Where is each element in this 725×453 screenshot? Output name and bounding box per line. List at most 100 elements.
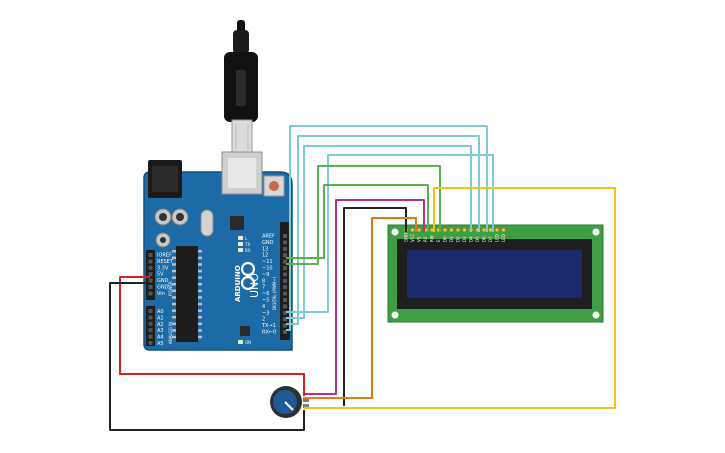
power-pin[interactable] bbox=[148, 285, 153, 289]
ic-pin bbox=[198, 322, 202, 326]
ic-pin bbox=[172, 276, 176, 279]
digital-pin-label: ~5 bbox=[262, 298, 269, 304]
led-label-l: L bbox=[245, 236, 248, 241]
analog-pin[interactable] bbox=[148, 341, 153, 345]
ic-pin bbox=[172, 296, 176, 299]
lcd-pin[interactable] bbox=[488, 227, 493, 233]
ic-pin bbox=[172, 269, 176, 273]
power-side-text: POWER bbox=[168, 281, 173, 296]
lcd-pin[interactable] bbox=[410, 227, 415, 233]
digital-pin-label: 13 bbox=[262, 246, 268, 252]
arduino-uno-board: ARDUINO UNO L TX RX ON AREFGND1312~11~10… bbox=[143, 151, 293, 351]
power-pin-label: Vin bbox=[157, 291, 165, 297]
lcd-pin-label: GND bbox=[404, 233, 409, 242]
ic-pin bbox=[172, 289, 176, 293]
digital-pin-label: 7 bbox=[262, 285, 265, 291]
wire-orange-pot bbox=[303, 217, 417, 399]
ic-pin bbox=[198, 289, 202, 293]
analog-pin[interactable] bbox=[148, 328, 153, 333]
lcd-pin[interactable] bbox=[449, 227, 454, 233]
lcd-pin-label: D5 bbox=[475, 236, 480, 242]
lcd-screen bbox=[407, 250, 582, 298]
lcd-pin[interactable] bbox=[455, 227, 461, 233]
ic-pin bbox=[172, 256, 176, 260]
led-rx bbox=[238, 248, 243, 252]
digital-pin-label: ~9 bbox=[262, 272, 269, 278]
power-pin[interactable] bbox=[148, 265, 153, 270]
digital-pin[interactable] bbox=[283, 317, 287, 322]
lcd-pin-label: D0 bbox=[443, 236, 448, 242]
power-pin[interactable] bbox=[148, 278, 153, 283]
digital-pin-label: TX→1 bbox=[261, 323, 276, 329]
digital-pin[interactable] bbox=[283, 259, 287, 264]
led-on bbox=[238, 340, 243, 344]
digital-pin[interactable] bbox=[283, 272, 287, 277]
lcd-pin[interactable] bbox=[481, 227, 487, 233]
ic-pin bbox=[198, 302, 202, 306]
digital-pin[interactable] bbox=[283, 330, 287, 334]
reset-button[interactable] bbox=[269, 181, 279, 191]
ic-pin bbox=[172, 329, 176, 332]
digital-pin[interactable] bbox=[283, 240, 287, 245]
wire-green-d12 bbox=[286, 184, 429, 259]
ic-pin bbox=[172, 250, 176, 253]
analog-pin[interactable] bbox=[148, 321, 153, 326]
digital-pin[interactable] bbox=[283, 291, 287, 296]
potentiometer[interactable] bbox=[270, 386, 309, 418]
lcd-pin[interactable] bbox=[462, 227, 467, 233]
usb-cable bbox=[224, 20, 258, 153]
digital-pin[interactable] bbox=[283, 304, 287, 309]
lcd-pin-label: D7 bbox=[488, 236, 493, 242]
digital-pin-label: ~3 bbox=[262, 310, 269, 316]
ic-pin bbox=[198, 276, 202, 279]
lcd-pin-label: D3 bbox=[462, 236, 467, 242]
ic-pin bbox=[172, 302, 176, 306]
wires bbox=[109, 125, 616, 431]
digital-pin[interactable] bbox=[283, 298, 287, 302]
ic-pin bbox=[198, 296, 202, 299]
power-pin[interactable] bbox=[148, 259, 153, 264]
led-label-on: ON bbox=[245, 340, 251, 345]
analog-pin[interactable] bbox=[148, 309, 153, 313]
lcd-pin-label: D2 bbox=[456, 236, 461, 242]
board-brand: ARDUINO bbox=[234, 265, 242, 302]
analog-pin[interactable] bbox=[148, 315, 153, 320]
digital-pin[interactable] bbox=[283, 278, 287, 283]
led-label-rx: RX bbox=[245, 248, 251, 253]
digital-pin[interactable] bbox=[283, 285, 287, 290]
digital-pin-label: 8 bbox=[262, 278, 265, 284]
ic-pin bbox=[198, 263, 202, 266]
digital-pin-label: GND bbox=[262, 240, 274, 246]
digital-pin-label: RX←0 bbox=[262, 330, 276, 336]
lcd-pin[interactable] bbox=[442, 227, 448, 233]
power-pin[interactable] bbox=[148, 291, 153, 296]
analog-header bbox=[146, 306, 155, 346]
lcd-pin[interactable] bbox=[494, 227, 500, 233]
digital-pin[interactable] bbox=[283, 266, 287, 270]
digital-pin[interactable] bbox=[283, 310, 287, 315]
digital-pin[interactable] bbox=[283, 323, 287, 328]
analog-pin-label: A1 bbox=[157, 315, 164, 321]
lcd-pin[interactable] bbox=[416, 227, 422, 233]
ic-pin bbox=[172, 316, 176, 319]
ic-pin bbox=[198, 316, 202, 319]
wire-red-5v bbox=[119, 276, 305, 396]
power-pin[interactable] bbox=[148, 272, 153, 277]
digital-pin-label: ~11 bbox=[262, 259, 273, 265]
power-pin[interactable] bbox=[148, 253, 153, 257]
lcd-pin[interactable] bbox=[501, 227, 506, 233]
digital-pin[interactable] bbox=[283, 246, 287, 251]
board-model: UNO bbox=[248, 273, 261, 298]
analog-pin-label: A4 bbox=[157, 335, 164, 341]
lcd-pin-label: D1 bbox=[449, 236, 454, 242]
wire-teal-d2 bbox=[286, 125, 488, 331]
ic-pin bbox=[198, 329, 202, 332]
ic-pin bbox=[198, 250, 202, 253]
lcd-pin-label: LED bbox=[501, 234, 506, 242]
led-label-tx: TX bbox=[244, 242, 250, 247]
ic-pin bbox=[198, 269, 202, 273]
analog-pin[interactable] bbox=[148, 334, 153, 339]
digital-pin[interactable] bbox=[283, 234, 287, 238]
digital-pin[interactable] bbox=[283, 253, 287, 258]
